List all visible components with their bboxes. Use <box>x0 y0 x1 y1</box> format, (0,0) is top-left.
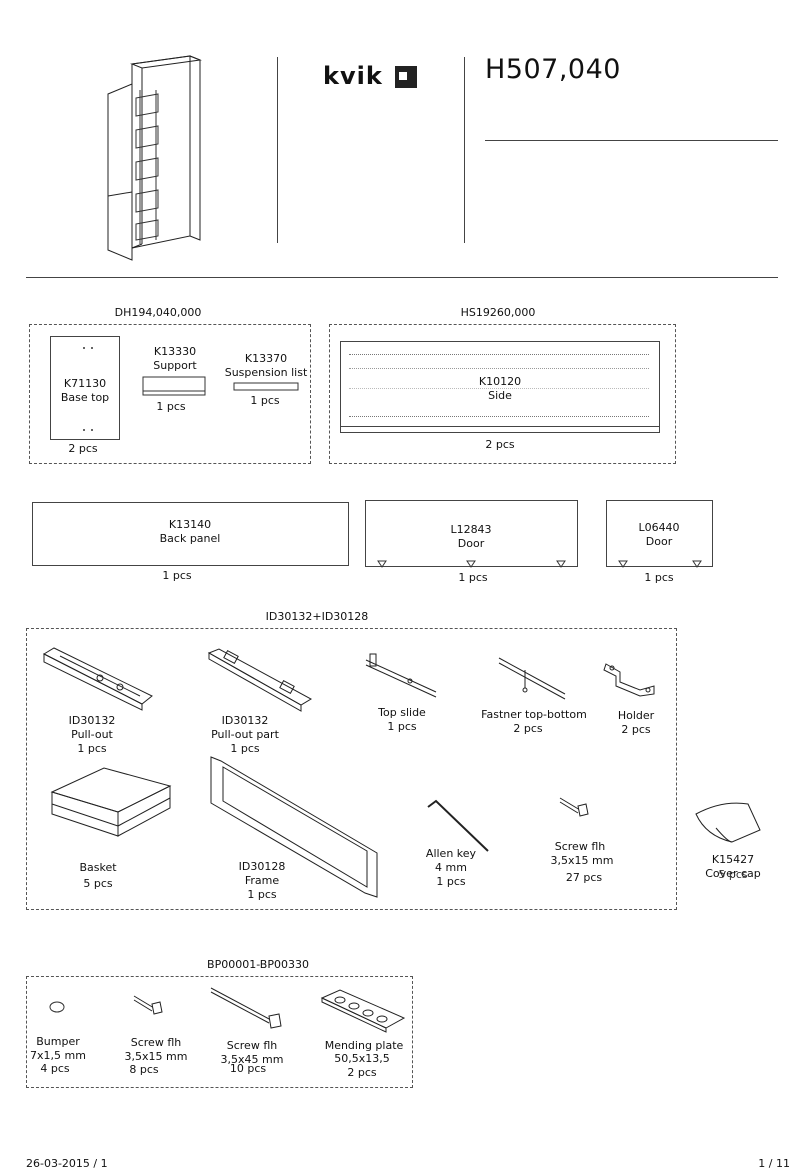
screw-short-qty: 8 pcs <box>129 1063 159 1076</box>
group1-box <box>29 324 311 464</box>
back-panel-code: K13140 <box>168 518 212 531</box>
top-slide-qty: 1 pcs <box>387 720 417 733</box>
pullout-part-drawing <box>207 648 313 712</box>
header-divider-right <box>464 57 465 243</box>
screw-long-name: Screw flh <box>226 1039 278 1052</box>
screw-name: Screw flh <box>554 840 606 853</box>
bumper-drawing <box>49 1001 65 1013</box>
top-slide-drawing <box>365 653 437 698</box>
product-code: H507,040 <box>485 54 621 85</box>
brand-logo-square <box>395 66 417 88</box>
bumper-name: Bumper <box>36 1035 80 1048</box>
screw-short-drawing <box>133 995 163 1015</box>
mending-plate-size: 50,5x13,5 <box>334 1052 390 1065</box>
suspension-name: Suspension list <box>224 366 308 379</box>
door-small-code: L06440 <box>638 521 680 534</box>
cover-cap-name: Cover cap <box>705 867 761 880</box>
holder-qty: 2 pcs <box>621 723 651 736</box>
allen-key-drawing <box>427 799 489 852</box>
back-panel-qty: 1 pcs <box>162 569 192 582</box>
side-drawing <box>340 341 660 433</box>
side-qty: 2 pcs <box>485 438 515 451</box>
holder-name: Holder <box>617 709 655 722</box>
side-name: Side <box>488 389 512 402</box>
screw-long-size: 3,5x45 mm <box>220 1053 284 1066</box>
frame-name: Frame <box>244 874 280 887</box>
cabinet-illustration <box>107 55 202 261</box>
cover-cap-qty: 5 pcs <box>718 868 748 881</box>
bumper-size: 7x1,5 mm <box>30 1049 86 1062</box>
basket-qty: 5 pcs <box>83 877 113 890</box>
door-small-drawing <box>606 500 713 568</box>
suspension-list-drawing <box>233 382 299 391</box>
group2-box <box>329 324 676 464</box>
basket-drawing <box>50 767 172 837</box>
screw-drawing <box>559 797 589 817</box>
header-separator <box>26 277 778 278</box>
suspension-qty: 1 pcs <box>250 394 280 407</box>
screw-short-name: Screw flh <box>130 1036 182 1049</box>
door-small-qty: 1 pcs <box>644 571 674 584</box>
base-top-drawing <box>50 336 120 440</box>
screw-qty: 27 pcs <box>565 871 603 884</box>
screw-size: 3,5x15 mm <box>550 854 614 867</box>
group4-box <box>26 976 413 1088</box>
fastner-drawing <box>498 657 566 700</box>
support-code: K13330 <box>153 345 197 358</box>
group1-code: DH194,040,000 <box>114 306 202 319</box>
fastner-qty: 2 pcs <box>513 722 543 735</box>
screw-long-drawing <box>210 987 282 1029</box>
support-qty: 1 pcs <box>156 400 186 413</box>
base-top-qty: 2 pcs <box>68 442 98 455</box>
header-divider-left <box>277 57 278 243</box>
door-large-name: Door <box>457 537 485 550</box>
footer-date-page: 26-03-2015 / 1 <box>26 1157 108 1170</box>
pullout-drawing <box>42 647 153 711</box>
pullout-part-name: Pull-out part <box>211 728 279 741</box>
door-small-name: Door <box>645 535 673 548</box>
pullout-name: Pull-out <box>71 728 113 741</box>
support-drawing <box>142 376 206 396</box>
allen-key-size: 4 mm <box>435 861 467 874</box>
screw-short-size: 3,5x15 mm <box>124 1050 188 1063</box>
group3-box <box>26 628 677 910</box>
group2-code: HS19260,000 <box>460 306 536 319</box>
pullout-code: ID30132 <box>68 714 116 727</box>
back-panel-drawing <box>32 502 349 566</box>
pullout-qty: 1 pcs <box>77 742 107 755</box>
cover-cap-code: K15427 <box>711 853 755 866</box>
cover-cap-drawing <box>695 802 761 843</box>
product-code-underline <box>485 140 778 141</box>
mending-plate-drawing <box>320 989 406 1033</box>
door-large-qty: 1 pcs <box>458 571 488 584</box>
mending-plate-name: Mending plate <box>324 1039 404 1052</box>
pullout-part-code: ID30132 <box>221 714 269 727</box>
side-code: K10120 <box>478 375 522 388</box>
frame-code: ID30128 <box>238 860 286 873</box>
back-panel-name: Back panel <box>159 532 221 545</box>
mending-plate-qty: 2 pcs <box>347 1066 377 1079</box>
pullout-part-qty: 1 pcs <box>230 742 260 755</box>
bumper-qty: 4 pcs <box>40 1062 70 1075</box>
allen-key-qty: 1 pcs <box>436 875 466 888</box>
brand-logo: kvik <box>323 62 423 92</box>
door-large-drawing <box>365 500 578 568</box>
brand-name: kvik <box>323 62 383 90</box>
holder-drawing <box>603 663 655 697</box>
group4-code: BP00001-BP00330 <box>207 958 309 971</box>
group3-code: ID30132+ID30128 <box>265 610 369 623</box>
basket-name: Basket <box>79 861 117 874</box>
base-top-code: K71130 <box>63 377 107 390</box>
allen-key-name: Allen key <box>425 847 477 860</box>
suspension-code: K13370 <box>244 352 288 365</box>
support-name: Support <box>153 359 197 372</box>
frame-drawing <box>210 756 378 898</box>
screw-long-qty: 10 pcs <box>229 1062 267 1075</box>
top-slide-name: Top slide <box>378 706 426 719</box>
footer-page-count: 1 / 11 <box>758 1157 790 1170</box>
base-top-name: Base top <box>60 391 110 404</box>
door-large-code: L12843 <box>450 523 492 536</box>
fastner-name: Fastner top-bottom <box>481 708 587 721</box>
frame-qty: 1 pcs <box>247 888 277 901</box>
